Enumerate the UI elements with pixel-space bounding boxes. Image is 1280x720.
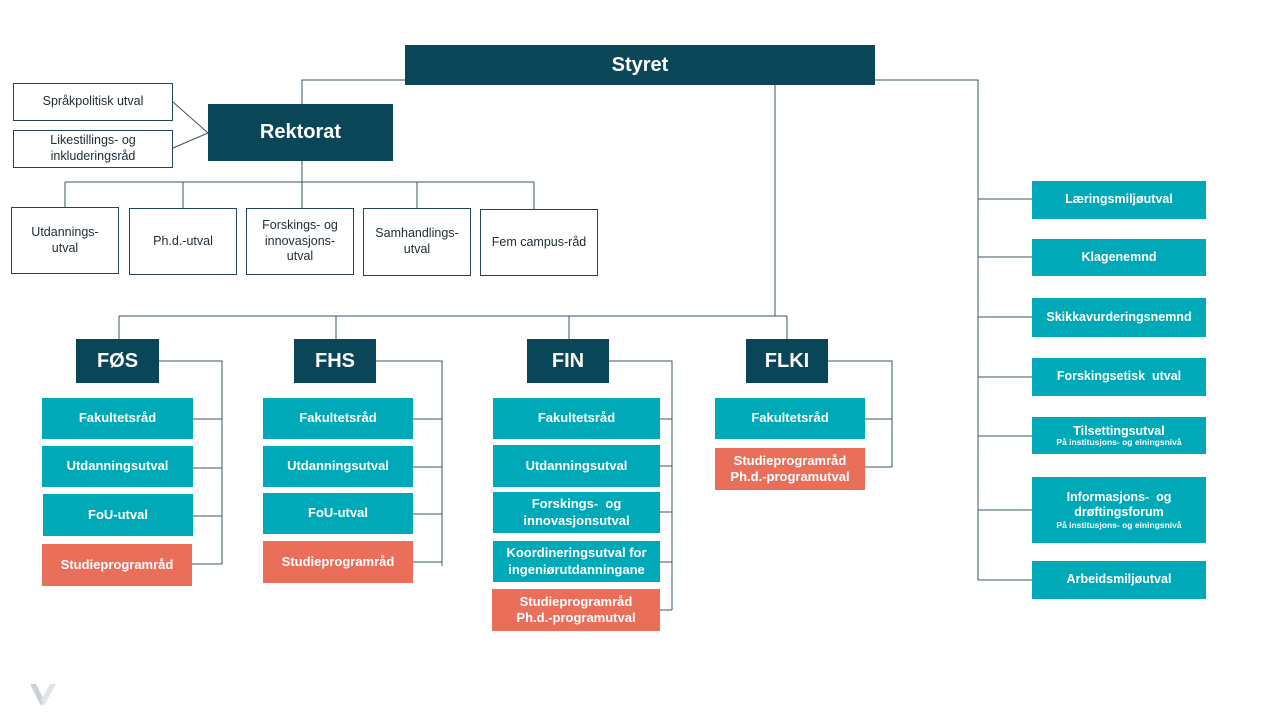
unit-label: Studieprogramråd bbox=[281, 553, 395, 569]
v-logo-right-stroke bbox=[41, 684, 56, 706]
connector-fin-units bbox=[609, 360, 673, 611]
connector-rectorate-committees bbox=[64, 161, 535, 209]
connector-flki-units bbox=[828, 360, 893, 468]
committee-label: innovasjons- bbox=[264, 233, 336, 248]
unit-label: Utdanningsutval bbox=[525, 457, 628, 473]
unit-label: Fakultetsråd bbox=[78, 410, 157, 426]
committee-campus-councils: Fem campus-råd bbox=[480, 209, 598, 276]
faculty-name: FØS bbox=[96, 349, 139, 372]
connector-fos-units bbox=[159, 360, 223, 565]
faculty-unit-programme: Studieprogramråd Ph.d.-programutval bbox=[715, 448, 865, 490]
faculty-name: FIN bbox=[551, 349, 585, 372]
connector-board-central bbox=[875, 79, 979, 580]
connector-rectorate-advisory bbox=[172, 101, 209, 149]
unit-label: Ph.d.-programutval bbox=[730, 469, 850, 484]
committee-label: utval bbox=[403, 242, 431, 256]
central-body-note: På institusjons- og einingsnivå bbox=[1056, 437, 1182, 448]
committee-label: Samhandlings- bbox=[375, 226, 459, 241]
faculty-unit-programme: Studieprogramråd bbox=[263, 541, 413, 583]
unit-label: Fakultetsråd bbox=[537, 410, 616, 426]
faculty-unit: Koordineringsutval for ingeniørutdanning… bbox=[493, 541, 660, 582]
advisory-equality-inclusion: Likestillings- og inkluderingsråd bbox=[13, 130, 173, 168]
unit-label: Forskings- og bbox=[531, 496, 622, 512]
faculty-unit: Fakultetsråd bbox=[263, 398, 413, 439]
connector-faculty-bar bbox=[118, 315, 788, 339]
connector-board-rectorate bbox=[301, 79, 405, 104]
committee-label: Ph.d.-utval bbox=[153, 233, 213, 248]
central-body: Forskingsetisk utval bbox=[1032, 358, 1206, 396]
faculty-header: FØS bbox=[76, 339, 159, 383]
central-body-note: På institusjons- og einingsnivå bbox=[1056, 519, 1182, 530]
faculty-unit-programme: Studieprogramråd bbox=[42, 544, 192, 586]
advisory-label: Språkpolitisk utval bbox=[42, 94, 144, 109]
unit-label: Ph.d.-programutval bbox=[516, 610, 636, 625]
faculty-name: FLKI bbox=[764, 349, 810, 372]
faculty-unit: Utdanningsutval bbox=[263, 446, 413, 487]
central-body: Arbeidsmiljøutval bbox=[1032, 561, 1206, 599]
committee-phd: Ph.d.-utval bbox=[129, 208, 237, 275]
faculty-name: FHS bbox=[315, 349, 355, 372]
advisory-language-policy: Språkpolitisk utval bbox=[13, 83, 173, 121]
committee-research-innovation: Forskings- og innovasjons- utval bbox=[246, 208, 354, 275]
committee-label: Fem campus-råd bbox=[491, 234, 587, 249]
board-box: Styret bbox=[405, 45, 875, 85]
board-label: Styret bbox=[611, 53, 669, 76]
committee-label: Forskings- og bbox=[262, 218, 338, 233]
unit-label: Studieprogramråd bbox=[733, 452, 847, 468]
central-body-label: Skikkavurderingsnemnd bbox=[1046, 309, 1192, 324]
central-body-label: Klagenemnd bbox=[1081, 249, 1157, 264]
faculty-unit: Fakultetsråd bbox=[42, 398, 193, 439]
advisory-label: Likestillings- og bbox=[50, 133, 136, 148]
faculty-unit: Fakultetsråd bbox=[493, 398, 660, 439]
faculty-header: FIN bbox=[527, 339, 609, 383]
central-body-label: Forskingsetisk utval bbox=[1056, 369, 1182, 384]
unit-label: Utdanningsutval bbox=[287, 458, 389, 474]
central-body-label: Informasjons- og bbox=[1066, 489, 1172, 504]
unit-label: ingeniørutdanningane bbox=[508, 561, 645, 577]
advisory-label: inkluderingsråd bbox=[50, 149, 136, 163]
central-body: Informasjons- og drøftingsforum På insti… bbox=[1032, 477, 1206, 543]
faculty-unit: Utdanningsutval bbox=[493, 445, 660, 487]
committee-label: utval bbox=[286, 249, 314, 264]
faculty-unit: FoU-utval bbox=[43, 494, 193, 536]
faculty-header: FHS bbox=[294, 339, 376, 383]
committee-label: utval bbox=[51, 240, 79, 255]
connector-central-ticks bbox=[978, 198, 1032, 581]
central-body-label: Arbeidsmiljøutval bbox=[1066, 572, 1172, 587]
faculty-unit: Forskings- og innovasjonsutval bbox=[493, 492, 660, 533]
central-body-label: drøftingsforum bbox=[1074, 505, 1164, 520]
connector-fhs-units bbox=[376, 360, 443, 566]
faculty-header: FLKI bbox=[746, 339, 828, 383]
committee-education: Utdannings- utval bbox=[11, 207, 119, 274]
unit-label: Koordineringsutval for bbox=[506, 545, 647, 561]
v-logo-icon bbox=[30, 684, 56, 706]
central-body-label: Læringsmiljøutval bbox=[1065, 192, 1173, 207]
unit-label: FoU-utval bbox=[308, 505, 368, 521]
unit-label: Studieprogramråd bbox=[519, 593, 633, 609]
central-body: Klagenemnd bbox=[1032, 239, 1206, 276]
central-body-label: Tilsettingsutval bbox=[1073, 423, 1165, 438]
rectorate-box: Rektorat bbox=[208, 104, 393, 161]
faculty-unit-programme: Studieprogramråd Ph.d.-programutval bbox=[492, 589, 660, 631]
unit-label: innovasjonsutval bbox=[523, 512, 630, 528]
faculty-unit: Fakultetsråd bbox=[715, 398, 865, 439]
faculty-unit: Utdanningsutval bbox=[42, 446, 193, 487]
unit-label: Fakultetsråd bbox=[751, 410, 829, 426]
committee-collaboration: Samhandlings- utval bbox=[363, 208, 471, 276]
faculty-unit: FoU-utval bbox=[263, 493, 413, 534]
committee-label: Utdannings- bbox=[31, 224, 99, 239]
unit-label: FoU-utval bbox=[88, 506, 148, 522]
central-body: Læringsmiljøutval bbox=[1032, 181, 1206, 219]
rectorate-label: Rektorat bbox=[259, 121, 342, 143]
v-logo-left-stroke bbox=[30, 684, 44, 706]
central-body: Skikkavurderingsnemnd bbox=[1032, 298, 1206, 337]
unit-label: Fakultetsråd bbox=[299, 410, 377, 426]
unit-label: Utdanningsutval bbox=[66, 458, 169, 474]
central-body: Tilsettingsutval På institusjons- og ein… bbox=[1032, 417, 1206, 454]
unit-label: Studieprogramråd bbox=[60, 556, 174, 572]
